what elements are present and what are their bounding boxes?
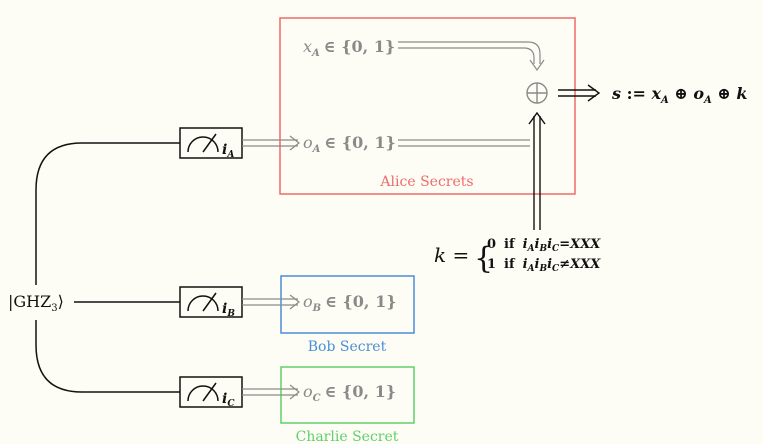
- meter-icon: [187, 136, 219, 153]
- key-brace: {: [474, 241, 493, 276]
- measurement-alice: iA: [179, 127, 243, 160]
- arrow-meas-to-oB: [242, 294, 300, 310]
- arrow-xor-to-output: [558, 84, 601, 102]
- arrow-meas-to-oA: [242, 135, 300, 151]
- arrow-key-to-xor: [528, 111, 546, 230]
- alice-box-title: Alice Secrets: [379, 174, 473, 190]
- key-lhs: k =: [434, 243, 469, 267]
- alice-o-label: oA∈ {0, 1}: [303, 133, 396, 155]
- arrow-oA-to-xor: [398, 139, 530, 147]
- bob-box-title: Bob Secret: [308, 339, 387, 355]
- xor-symbol: [526, 82, 548, 104]
- arrow-xA-to-xor: [398, 41, 545, 72]
- output-formula: s := xA ⊕ oA ⊕ k: [611, 84, 747, 106]
- svg-text:iA: iA: [222, 142, 234, 160]
- alice-x-label: xA∈ {0, 1}: [303, 37, 395, 59]
- meter-icon: [187, 295, 219, 312]
- ghz-state-label: |GHZ3⟩: [8, 292, 64, 314]
- measurement-charlie: iC: [179, 376, 243, 409]
- wire-to-alice: [35, 142, 180, 285]
- meter-icon: [187, 385, 219, 402]
- alice-box: [279, 17, 576, 195]
- svg-text:iC: iC: [222, 391, 235, 409]
- svg-text:iB: iB: [222, 301, 235, 319]
- wire-to-charlie: [35, 320, 180, 393]
- arrow-meas-to-oC: [242, 384, 300, 400]
- bob-o-label: oB∈ {0, 1}: [303, 292, 397, 314]
- charlie-o-label: oC∈ {0, 1}: [303, 382, 396, 404]
- measurement-bob: iB: [179, 286, 243, 319]
- charlie-box-title: Charlie Secret: [296, 429, 399, 444]
